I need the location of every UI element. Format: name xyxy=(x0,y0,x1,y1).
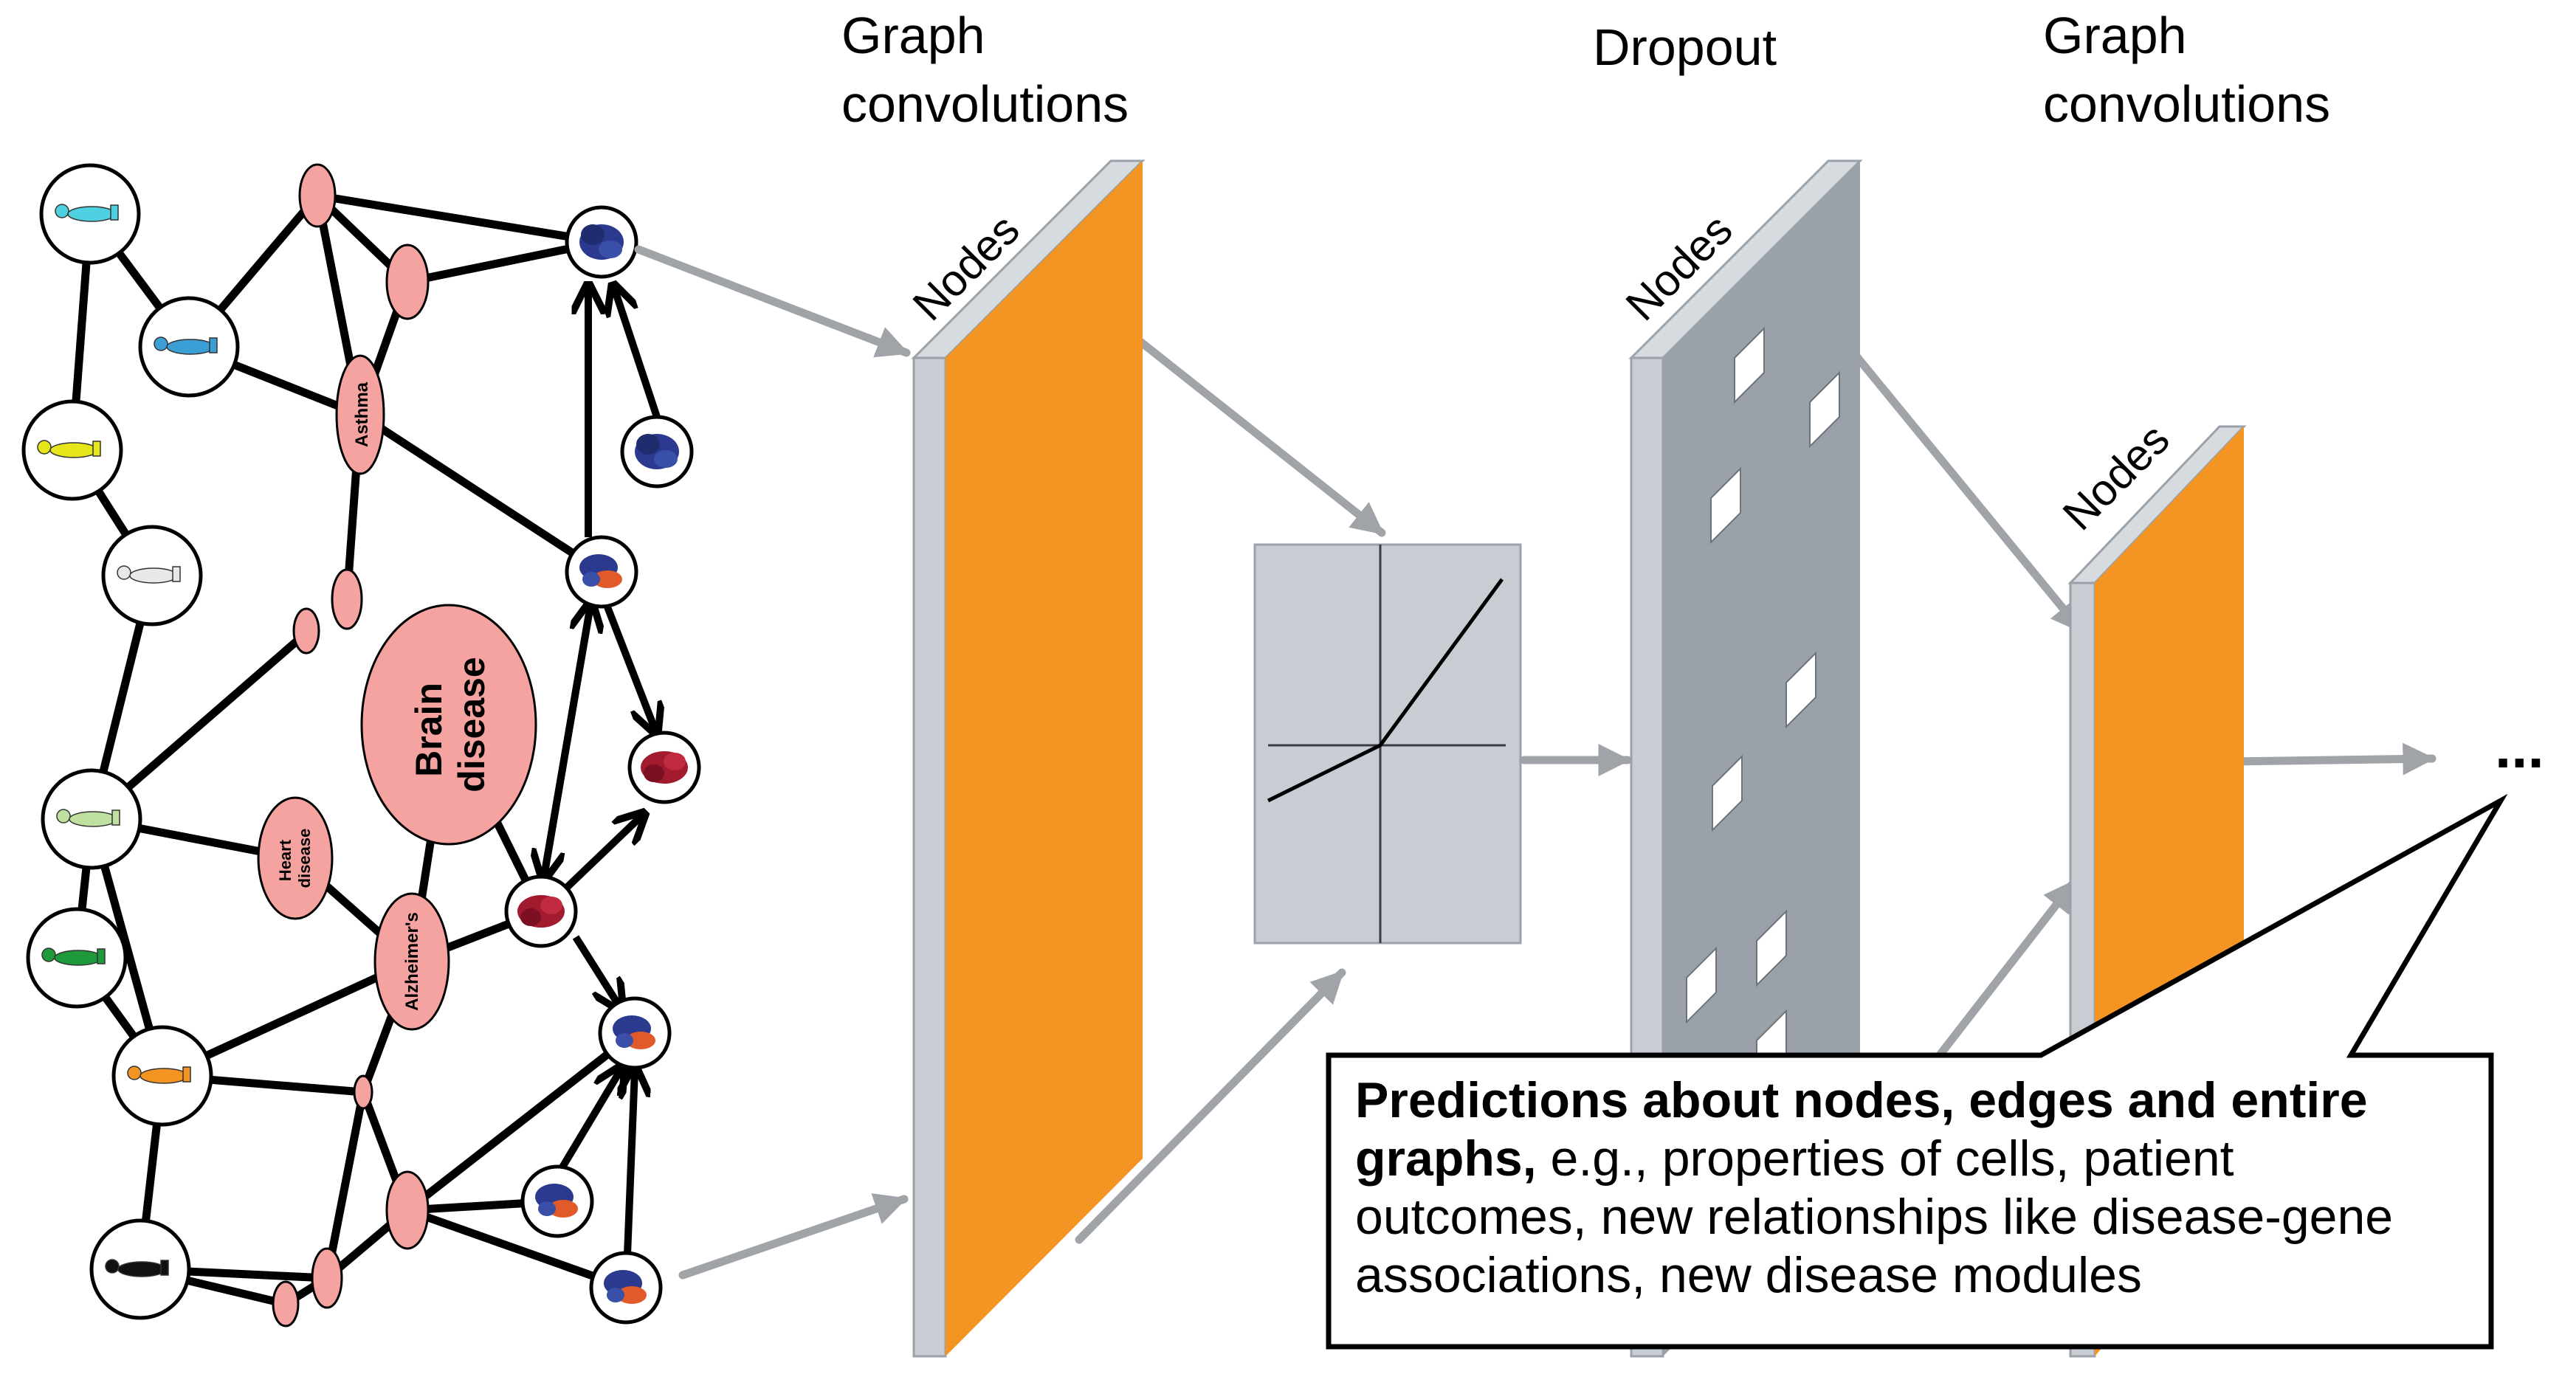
disease-node xyxy=(292,607,320,655)
disease-nodes xyxy=(257,163,537,1328)
callout-rest: e.g., properties of cells, patient outco… xyxy=(1355,1130,2394,1303)
disease-node xyxy=(385,244,430,320)
graph-conv-heading-1-line2: convolutions xyxy=(841,75,1129,133)
brain-label-line1: Brain xyxy=(408,683,450,777)
protein-structure-icon xyxy=(613,1015,655,1049)
callout-box xyxy=(1326,793,2508,1350)
disease-node xyxy=(353,1074,373,1110)
protein-node xyxy=(627,731,701,804)
protein-node xyxy=(504,874,578,948)
protein-structure-icon xyxy=(635,434,679,469)
disease-node-brain xyxy=(360,604,537,846)
disease-node xyxy=(385,1170,430,1250)
protein-structure-icon xyxy=(604,1270,647,1304)
disease-node-asthma xyxy=(335,354,385,475)
protein-node xyxy=(520,1164,594,1238)
protein-node xyxy=(589,1251,663,1325)
patient-node xyxy=(89,1218,191,1320)
ellipsis: ... xyxy=(2495,714,2544,780)
graph-conv-heading-2: Graph convolutions xyxy=(2043,7,2330,133)
protein-arrows xyxy=(544,288,657,1255)
protein-structure-icon xyxy=(579,554,622,588)
activation-function-box xyxy=(1253,543,1522,945)
patient-node xyxy=(39,163,141,265)
callout-text: Predictions about nodes, edges and entir… xyxy=(1355,1071,2477,1305)
patient-figure-icon xyxy=(154,336,218,355)
heart-disease-label: Heart disease xyxy=(276,829,314,888)
protein-nodes xyxy=(504,205,701,1325)
patient-figure-icon xyxy=(56,809,120,827)
graph-conv-heading-2-line2: convolutions xyxy=(2043,75,2330,133)
heart-label-line2: disease xyxy=(295,829,314,888)
patient-node xyxy=(101,525,203,626)
protein-node xyxy=(565,205,638,279)
protein-structure-icon xyxy=(579,224,624,260)
disease-node xyxy=(272,1280,300,1328)
patient-nodes xyxy=(21,163,240,1320)
patient-node xyxy=(111,1025,213,1127)
graph-conv-heading-2-line1: Graph xyxy=(2043,7,2187,64)
disease-node-heart xyxy=(257,796,334,920)
brain-disease-label: Brain disease xyxy=(408,657,492,792)
graph-conv-heading-1-line1: Graph xyxy=(841,7,985,64)
graph-conv-panel-1 xyxy=(911,159,1146,1358)
alzheimers-label: Alzheimer's xyxy=(402,912,422,1011)
patient-figure-icon xyxy=(37,440,101,458)
disease-node xyxy=(311,1247,343,1309)
protein-node xyxy=(598,996,672,1070)
heart-label-line1: Heart xyxy=(276,839,295,881)
patient-figure-icon xyxy=(41,947,106,966)
protein-node xyxy=(620,415,694,489)
relu-curve xyxy=(1267,578,1504,803)
protein-structure-icon xyxy=(641,751,688,784)
patient-node xyxy=(21,399,123,501)
disease-node-alzheimers xyxy=(373,892,450,1031)
patient-figure-icon xyxy=(127,1066,191,1084)
patient-figure-icon xyxy=(117,565,181,584)
protein-structure-icon xyxy=(517,895,565,928)
graph-conv-heading-1: Graph convolutions xyxy=(841,7,1129,133)
flow-arrows xyxy=(634,239,2436,1280)
brain-label-line2: disease xyxy=(451,657,492,792)
callout-bold: Predictions about nodes, edges and entir… xyxy=(1355,1072,2368,1187)
asthma-label: Asthma xyxy=(352,382,372,447)
patient-node xyxy=(26,907,128,1009)
patient-node xyxy=(41,768,142,870)
patient-node xyxy=(138,296,240,398)
protein-node xyxy=(565,535,638,609)
dropout-heading: Dropout xyxy=(1593,18,1777,76)
protein-structure-icon xyxy=(535,1184,578,1218)
patient-figure-icon xyxy=(105,1259,169,1277)
patient-figure-icon xyxy=(55,204,119,222)
disease-node xyxy=(331,568,363,630)
disease-node xyxy=(298,163,337,228)
